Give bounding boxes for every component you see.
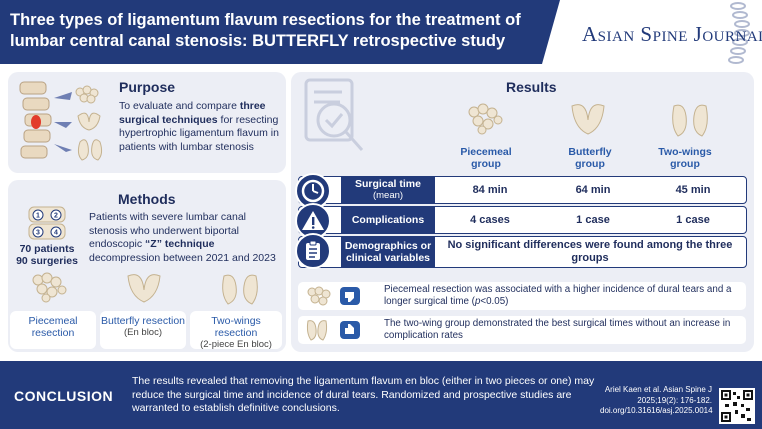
results-row-surgical-time: Surgical time (mean) 84 min 64 min 45 mi… xyxy=(295,173,747,209)
group-tissue-icons xyxy=(468,103,708,137)
methods-title: Methods xyxy=(118,191,176,207)
purpose-text-end: for resecting hypertrophic ligamentum fl… xyxy=(119,113,279,153)
results-row-demographics: Demographics or clinical variables No si… xyxy=(295,233,747,269)
purpose-text: To evaluate and compare three surgical t… xyxy=(119,100,279,154)
row-label-complications: Complications xyxy=(341,207,435,233)
citation-volume: 2025;19(2): 176-182. xyxy=(637,395,712,405)
group-label-piecemeal: Piecemeal group xyxy=(460,146,512,170)
methods-text-start: Patients with severe lumbar canal stenos… xyxy=(89,211,246,250)
value-two-wings-time: 45 min xyxy=(675,184,711,196)
technique-name-butterfly: Butterfly resection xyxy=(100,315,186,327)
title-line-1: Three types of ligamentum flavum resecti… xyxy=(10,11,521,29)
spine-illustration-icon xyxy=(19,81,103,161)
citation: Ariel Kaen et al. Asian Spine J 2025;19(… xyxy=(600,385,713,417)
methods-text: Patients with severe lumbar canal stenos… xyxy=(89,211,281,265)
surgeries-count-value: 90 surgeries xyxy=(16,255,78,267)
results-title: Results xyxy=(506,79,557,95)
technique-name-two-wings: Two-wings resection xyxy=(211,315,261,339)
spine-logo-icon xyxy=(728,2,750,64)
citation-authors: Ariel Kaen et al. Asian Spine J xyxy=(604,385,712,394)
finding-piecemeal-text: Piecemeal resection was associated with … xyxy=(384,284,744,308)
clock-icon xyxy=(295,173,331,209)
purpose-text-bold: three surgical techniques xyxy=(119,100,266,126)
group-label-two-wings: Two-wings group xyxy=(658,146,712,170)
qr-code-icon xyxy=(719,388,755,424)
marker-label-3: 3 xyxy=(36,230,40,237)
purpose-panel xyxy=(8,72,286,173)
technique-sub-two-wings: (2-piece En bloc) xyxy=(200,339,272,350)
row-label-surgical-time: Surgical time (mean) xyxy=(341,177,435,203)
patients-count: 70 patients xyxy=(14,243,80,255)
conclusion-label: CONCLUSION xyxy=(14,388,114,404)
row-label-demographics: Demographics or clinical variables xyxy=(341,237,435,267)
group-label-butterfly: Butterfly group xyxy=(568,146,612,170)
methods-text-bold: “Z” technique xyxy=(145,238,215,250)
page-title: Three types of ligamentum flavum resecti… xyxy=(10,10,570,52)
row-label-demographics-text: Demographics or clinical variables xyxy=(344,240,432,264)
patients-count-value: 70 patients xyxy=(19,243,75,255)
title-line-2: lumbar central canal stenosis: BUTTERFLY… xyxy=(10,32,506,50)
resection-pieces-icons xyxy=(32,272,258,305)
value-butterfly-time: 64 min xyxy=(575,184,611,196)
marker-label-4: 4 xyxy=(54,230,58,237)
magnifier-checklist-icon xyxy=(304,78,364,151)
surgeries-count: 90 surgeries xyxy=(14,255,80,267)
results-row-complications: Complications 4 cases 1 case 1 case xyxy=(295,203,747,239)
citation-doi: doi.org/10.31616/asj.2025.0014 xyxy=(600,406,713,415)
value-butterfly-complications: 1 case xyxy=(576,214,610,226)
finding-two-wings-text: The two-wing group demonstrated the best… xyxy=(384,318,731,341)
purpose-text-start: To evaluate and compare xyxy=(119,100,240,112)
technique-card-two-wings: Two-wings resection (2-piece En bloc) xyxy=(190,311,282,350)
row-label-surgical-time-sub: (mean) xyxy=(372,190,404,201)
row-label-surgical-time-text: Surgical time xyxy=(355,178,421,190)
purpose-title: Purpose xyxy=(119,79,176,95)
conclusion-banner: CONCLUSION The results revealed that rem… xyxy=(0,361,762,429)
finding-piecemeal-p: p xyxy=(474,296,481,307)
finding-piecemeal-text-end: <0.05) xyxy=(480,296,509,307)
marker-label-2: 2 xyxy=(54,213,58,220)
finding-piecemeal: Piecemeal resection was associated with … xyxy=(298,282,746,310)
row-label-complications-text: Complications xyxy=(351,214,425,226)
finding-two-wings: The two-wing group demonstrated the best… xyxy=(298,316,746,344)
patient-counts: 70 patients 90 surgeries xyxy=(14,243,80,267)
value-piecemeal-time: 84 min xyxy=(472,184,508,196)
technique-sub-butterfly: (En bloc) xyxy=(123,327,162,338)
methods-text-end: decompression between 2021 and 2023 xyxy=(89,251,276,264)
marker-label-1: 1 xyxy=(36,213,40,220)
technique-name-piecemeal: Piecemeal resection xyxy=(28,315,78,339)
journal-name: Asian Spine Journal xyxy=(582,22,762,46)
thumbs-up-icon xyxy=(306,320,360,341)
journal-logo-panel: Asian Spine Journal xyxy=(542,0,762,64)
clipboard-icon xyxy=(295,233,331,269)
vertebra-markers-icon: 1 2 3 4 xyxy=(28,206,66,240)
value-piecemeal-complications: 4 cases xyxy=(470,214,510,226)
finding-piecemeal-text-start: Piecemeal resection was associated with … xyxy=(384,284,732,307)
header-banner: Three types of ligamentum flavum resecti… xyxy=(0,0,762,64)
technique-card-butterfly: Butterfly resection (En bloc) xyxy=(100,311,186,349)
technique-card-piecemeal: Piecemeal resection xyxy=(10,311,96,349)
value-two-wings-complications: 1 case xyxy=(676,214,710,226)
thumbs-down-icon xyxy=(307,286,360,306)
conclusion-text: The results revealed that removing the l… xyxy=(132,375,595,414)
value-demographics-merged: No significant differences were found am… xyxy=(447,239,733,264)
